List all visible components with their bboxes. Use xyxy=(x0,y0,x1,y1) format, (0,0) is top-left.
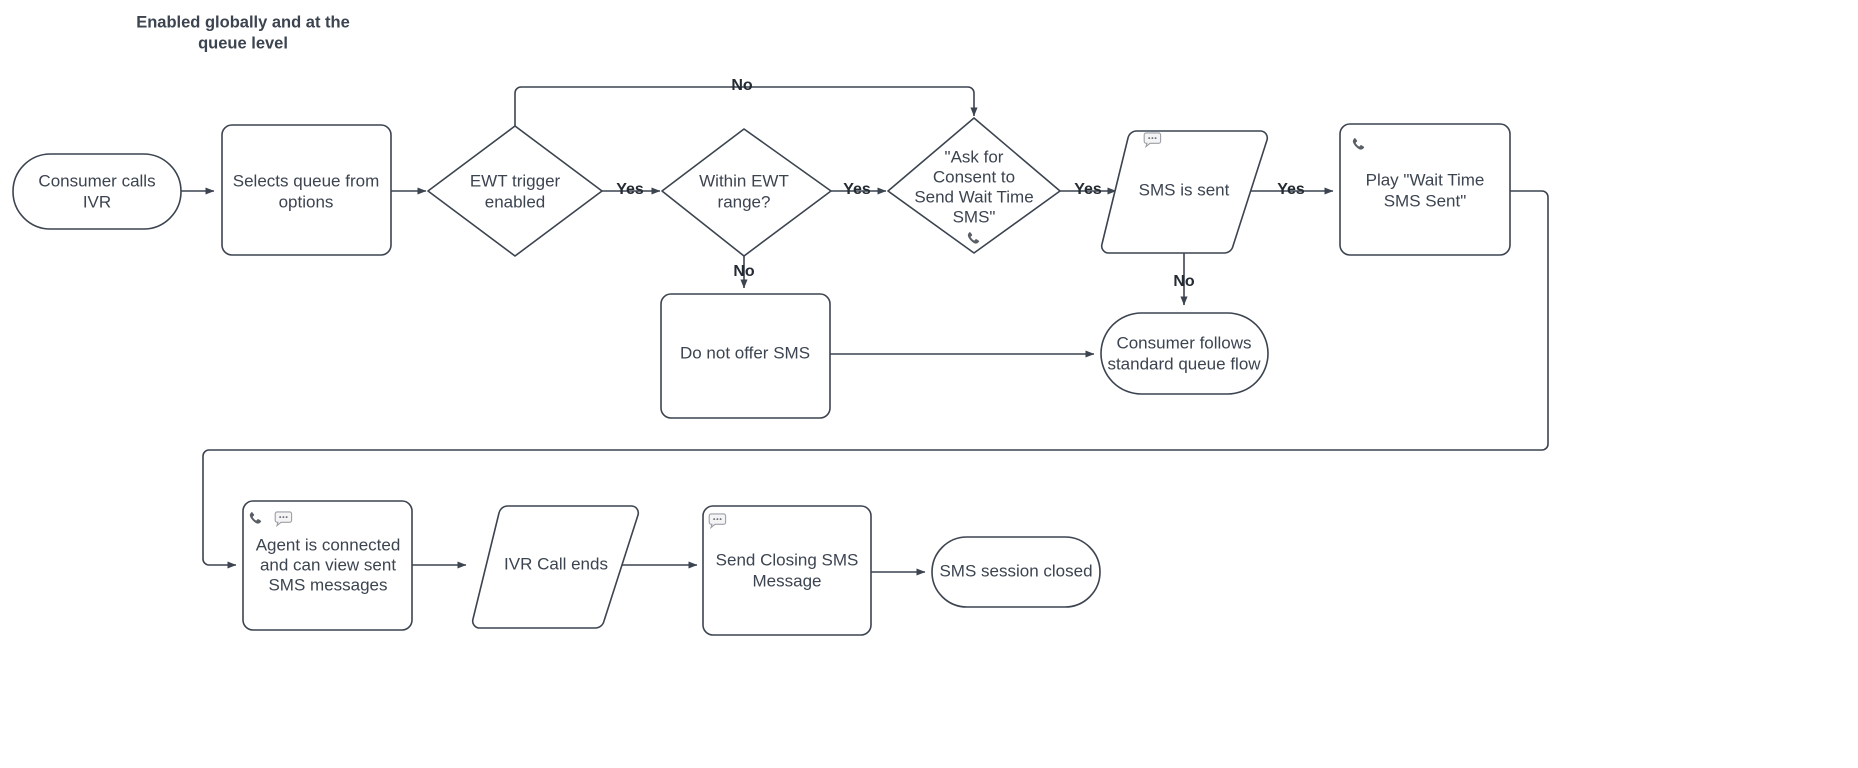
node-agent-connected[interactable]: Agent is connected and can view sent SMS… xyxy=(242,500,413,631)
node-consumer-follows-line-2: standard queue flow xyxy=(1107,354,1261,373)
node-ask-for-consent[interactable]: "Ask for Consent to Send Wait Time SMS" xyxy=(887,117,1061,254)
node-ivr-call-ends[interactable]: IVR Call ends xyxy=(471,505,640,629)
node-consumer-follows-line-1: Consumer follows xyxy=(1116,333,1251,352)
node-send-closing-sms-line-1: Send Closing SMS xyxy=(716,550,859,569)
edge-sms-sent-yes: Yes xyxy=(1248,181,1334,198)
edge-label-sms-sent-no: No xyxy=(1173,273,1195,290)
node-do-not-offer-sms-label: Do not offer SMS xyxy=(680,343,810,362)
node-ewt-trigger-line-1: EWT trigger xyxy=(470,171,561,190)
node-send-closing-sms-line-2: Message xyxy=(753,571,822,590)
edge-label-sms-sent-yes: Yes xyxy=(1277,181,1305,198)
node-ask-for-consent-line-1: "Ask for xyxy=(945,147,1004,166)
edge-play-to-agent xyxy=(202,190,1549,569)
edge-ewt-trigger-yes: Yes xyxy=(602,181,661,198)
node-sms-is-sent[interactable]: SMS is sent xyxy=(1100,130,1269,254)
node-consumer-follows[interactable]: Consumer follows standard queue flow xyxy=(1100,312,1269,395)
node-consumer-calls-ivr[interactable]: Consumer calls IVR xyxy=(12,153,182,230)
edge-label-consent-yes: Yes xyxy=(1074,181,1102,198)
node-sms-is-sent-label: SMS is sent xyxy=(1139,180,1230,199)
node-ask-for-consent-line-4: SMS" xyxy=(953,207,996,226)
node-agent-connected-line-3: SMS messages xyxy=(268,575,387,594)
edge-label-within-range-no: No xyxy=(733,263,755,280)
node-ewt-trigger[interactable]: EWT trigger enabled xyxy=(427,125,603,257)
edge-label-within-range-yes: Yes xyxy=(843,181,871,198)
node-ask-for-consent-line-2: Consent to xyxy=(933,167,1015,186)
edge-label-ewt-trigger-yes: Yes xyxy=(616,181,644,198)
node-selects-queue-line-2: options xyxy=(279,192,334,211)
node-consumer-calls-ivr-line-2: IVR xyxy=(83,192,111,211)
diagram-title: Enabled globally and at the queue level xyxy=(136,13,350,52)
node-selects-queue-line-1: Selects queue from xyxy=(233,171,379,190)
node-agent-connected-line-1: Agent is connected xyxy=(256,535,401,554)
edge-ewt-trigger-no: No xyxy=(514,77,978,126)
node-agent-connected-line-2: and can view sent xyxy=(260,555,396,574)
node-within-ewt-range[interactable]: Within EWT range? xyxy=(661,128,832,257)
edge-consent-yes: Yes xyxy=(1059,181,1117,198)
node-within-ewt-range-line-2: range? xyxy=(718,192,771,211)
node-play-wait-time-line-2: SMS Sent" xyxy=(1384,191,1467,210)
edge-within-range-no: No xyxy=(733,256,755,289)
edge-within-range-yes: Yes xyxy=(829,181,887,198)
diagram-title-line-2: queue level xyxy=(198,34,288,52)
node-do-not-offer-sms[interactable]: Do not offer SMS xyxy=(660,293,831,419)
edge-label-ewt-trigger-no: No xyxy=(731,77,753,94)
node-ask-for-consent-line-3: Send Wait Time xyxy=(914,187,1033,206)
node-within-ewt-range-line-1: Within EWT xyxy=(699,171,789,190)
node-send-closing-sms[interactable]: Send Closing SMS Message xyxy=(702,505,872,636)
node-play-wait-time-line-1: Play "Wait Time xyxy=(1366,170,1485,189)
node-selects-queue[interactable]: Selects queue from options xyxy=(221,124,392,256)
node-consumer-calls-ivr-line-1: Consumer calls xyxy=(38,171,155,190)
node-play-wait-time[interactable]: Play "Wait Time SMS Sent" xyxy=(1339,123,1511,256)
node-ivr-call-ends-label: IVR Call ends xyxy=(504,554,608,573)
diagram-title-line-1: Enabled globally and at the xyxy=(136,13,350,31)
node-sms-session-closed-label: SMS session closed xyxy=(939,561,1092,580)
node-ewt-trigger-line-2: enabled xyxy=(485,192,546,211)
node-sms-session-closed[interactable]: SMS session closed xyxy=(931,536,1101,608)
